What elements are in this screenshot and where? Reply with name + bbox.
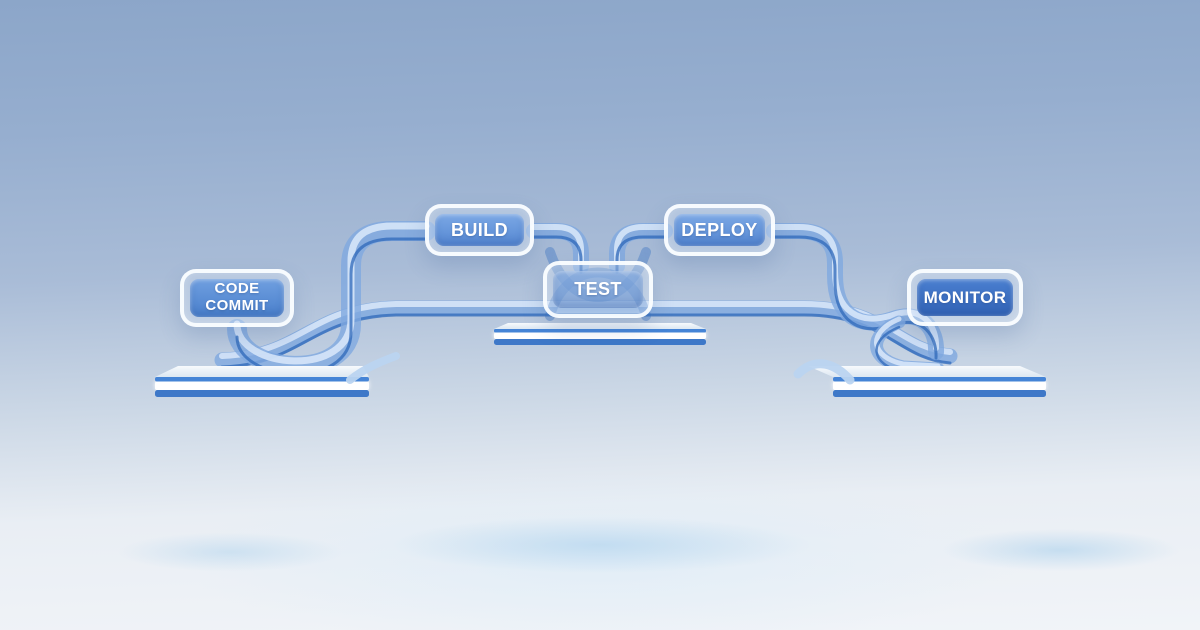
stage-label-monitor: MONITOR [923,287,1007,307]
stage-node-build-fill: BUILD [435,214,524,246]
stage-node-deploy-fill: DEPLOY [674,214,765,246]
stage-label-code-commit: CODE COMMIT [205,280,269,314]
stage-node-deploy: DEPLOY [664,204,775,256]
stage-node-test: TEST [543,261,653,318]
stage-label-test: TEST [574,279,622,300]
ribbon-foreground-tips [346,352,855,385]
stage-node-code-commit-fill: CODE COMMIT [190,279,284,317]
stage-label-build: BUILD [451,219,508,240]
platform-left [155,366,369,397]
stage-node-monitor: MONITOR [907,269,1023,326]
platform-center [494,323,706,345]
stage-node-monitor-fill: MONITOR [917,279,1013,316]
stage-node-build: BUILD [425,204,534,256]
stage-label-deploy: DEPLOY [681,219,758,240]
stage-node-code-commit: CODE COMMIT [180,269,294,327]
stage-node-test-fill: TEST [553,271,643,308]
